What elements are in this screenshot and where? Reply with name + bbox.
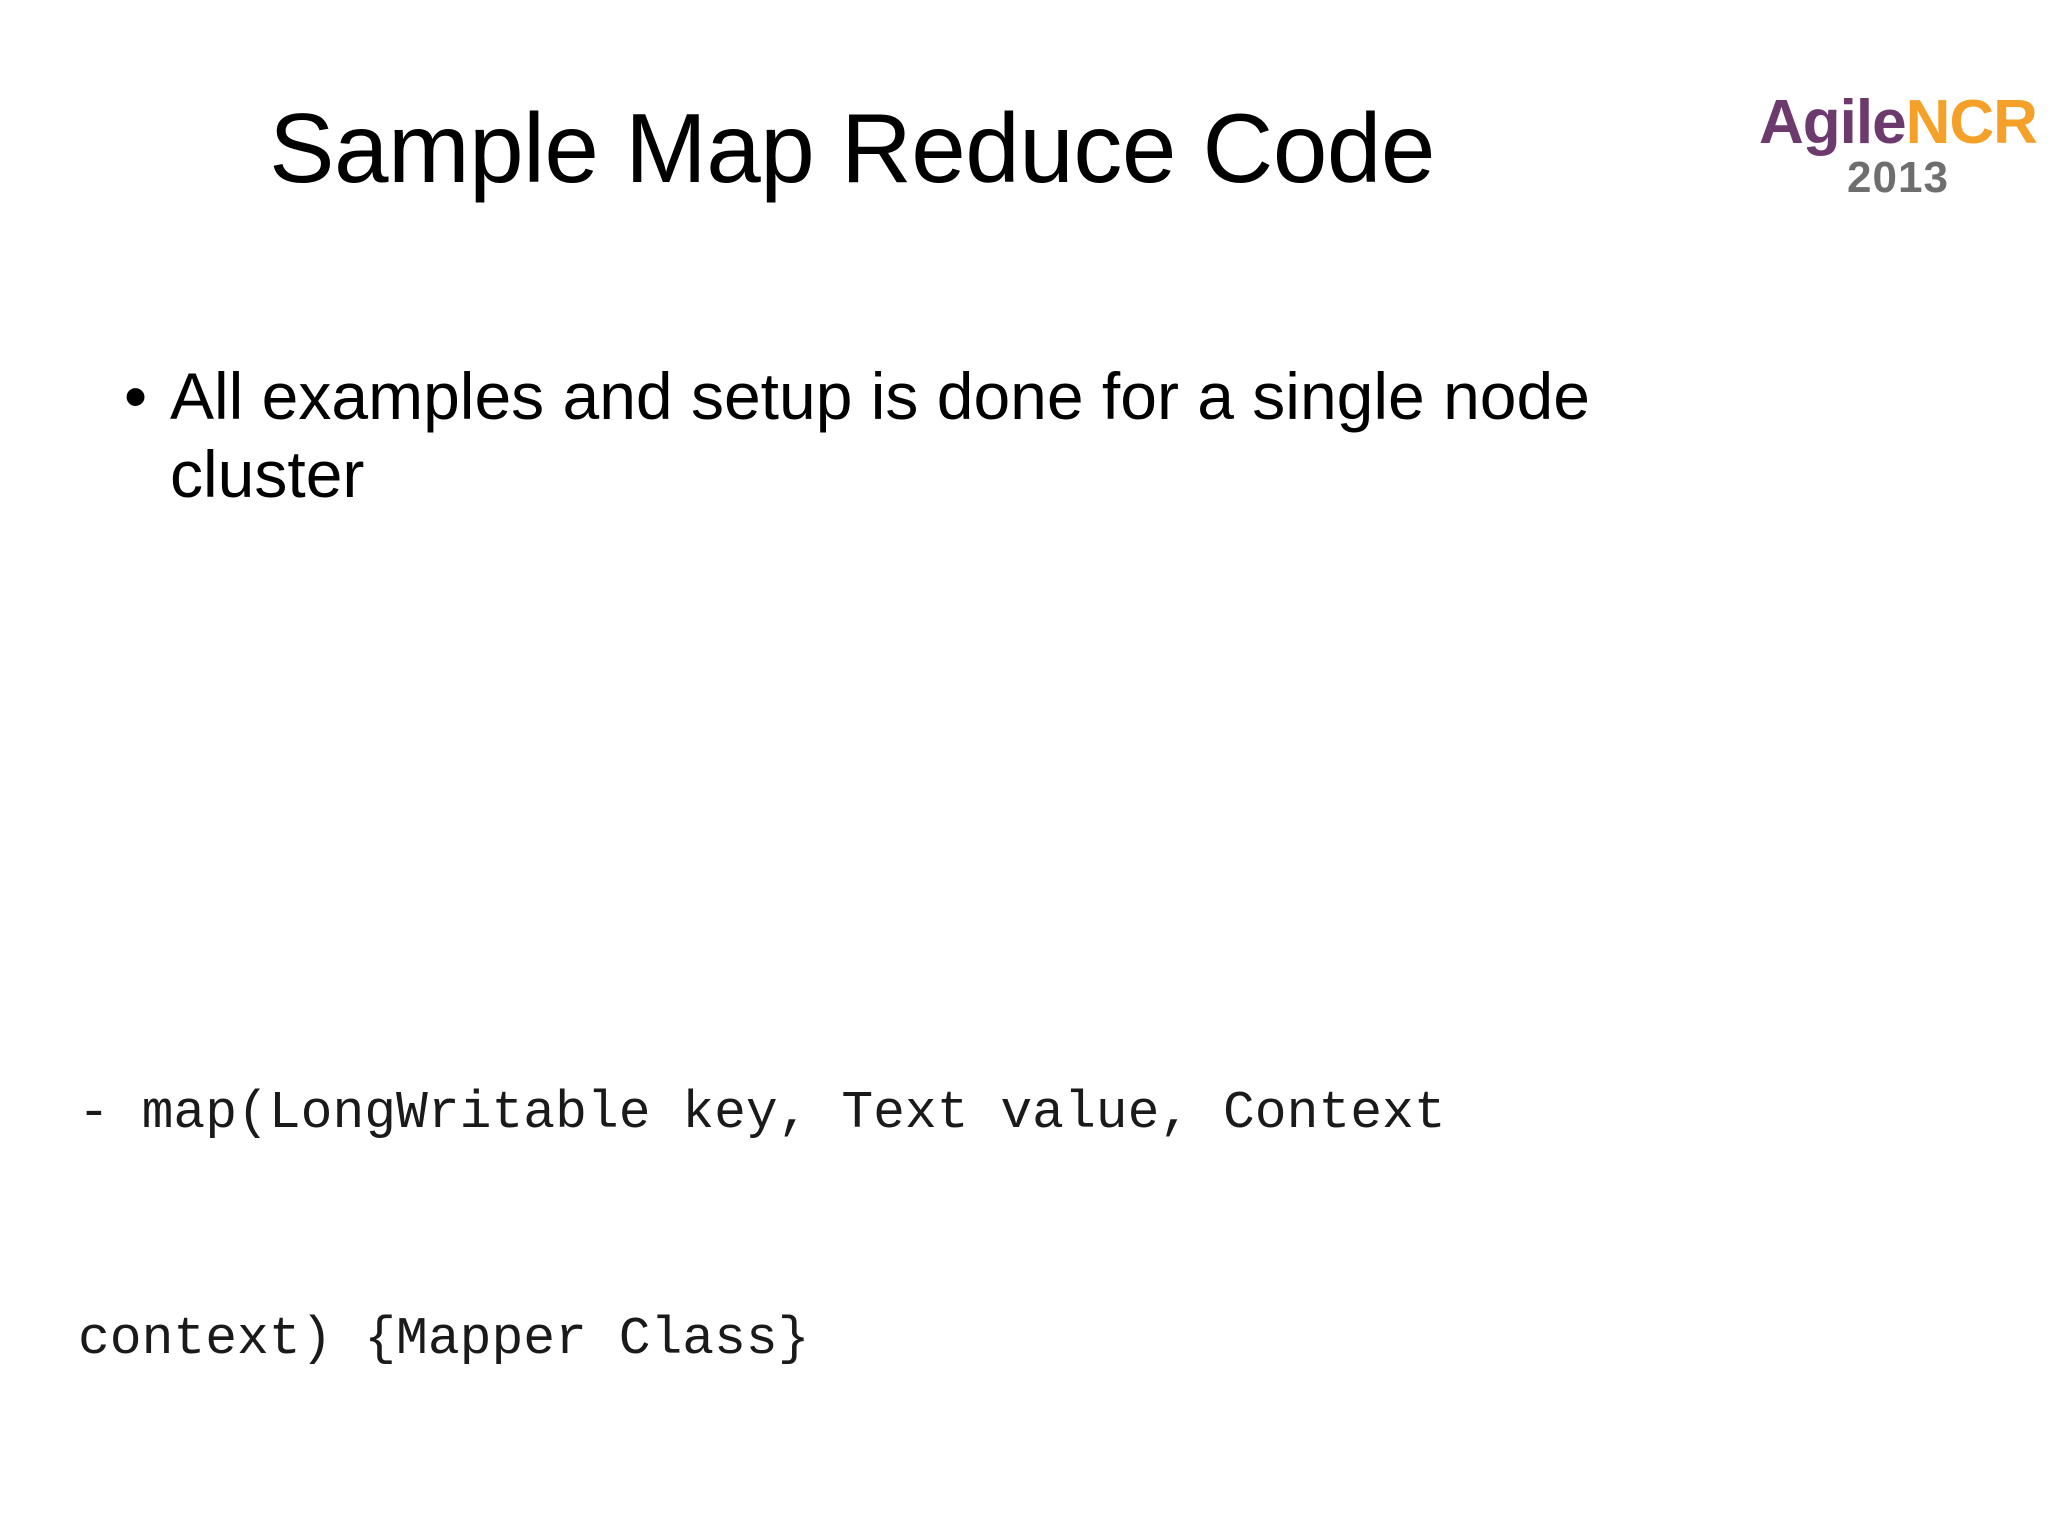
list-item-label: All examples and setup is done for a sin… (170, 359, 1590, 511)
mapper-signature-block: - map(LongWritable key, Text value, Cont… (78, 926, 1958, 1528)
logo-agile-text: Agile (1759, 88, 1907, 157)
bullet-list: • All examples and setup is done for a s… (110, 358, 1830, 514)
agilencr-logo: AgileNCR 2013 (1748, 92, 2048, 200)
list-item: • All examples and setup is done for a s… (110, 358, 1830, 514)
slide-title: Sample Map Reduce Code (269, 93, 1435, 203)
code-section: - map(LongWritable key, Text value, Cont… (78, 700, 1958, 1535)
code-line: context) {Mapper Class} (78, 1309, 810, 1369)
logo-ncr-text: NCR (1905, 88, 2038, 157)
code-line: - map(LongWritable key, Text value, Cont… (78, 1083, 1446, 1144)
logo-wordmark: AgileNCR (1748, 92, 2048, 154)
bullet-point-icon: • (124, 359, 148, 433)
logo-year-text: 2013 (1847, 153, 1949, 202)
